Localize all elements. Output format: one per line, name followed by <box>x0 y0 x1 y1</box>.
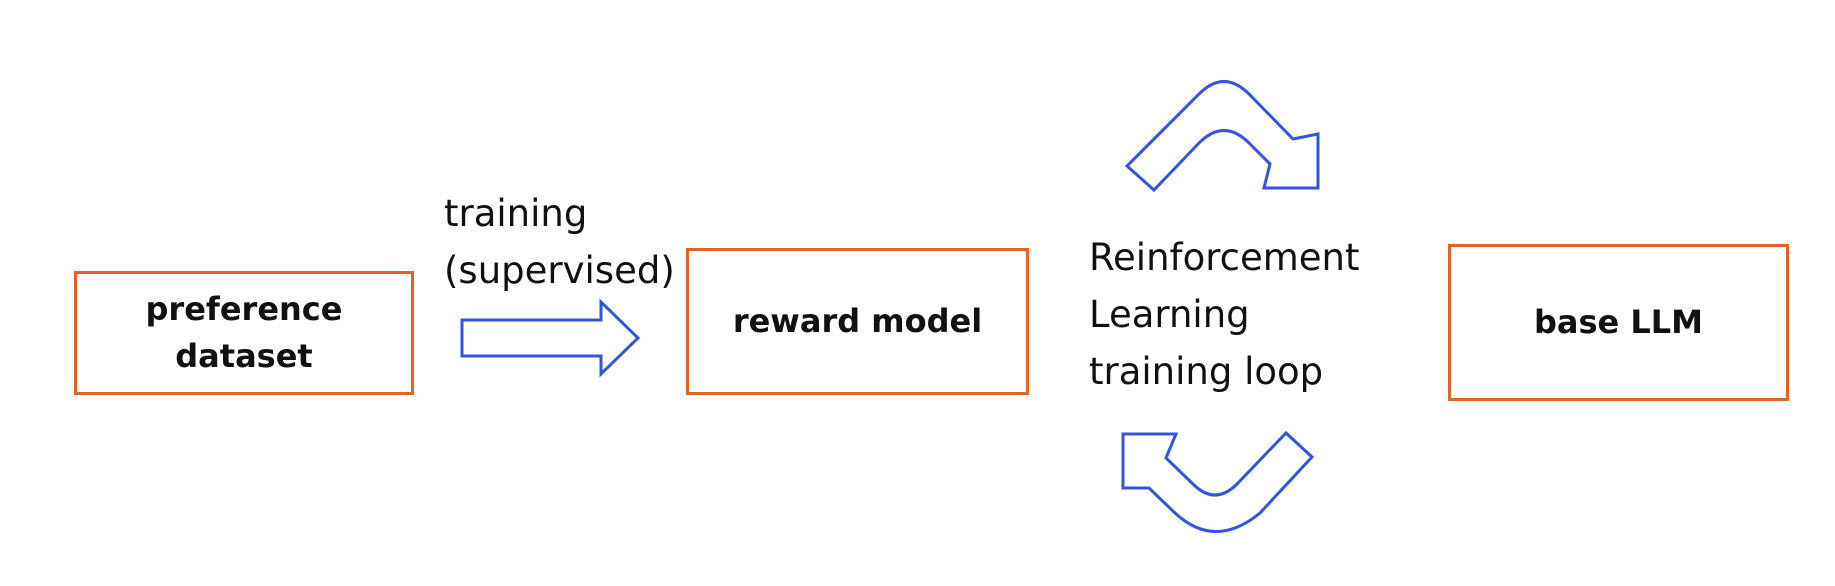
rl-label-line1: Reinforcement <box>1089 236 1360 279</box>
curved-arrow-bottom-icon <box>1121 430 1315 533</box>
reward-model-box: reward model <box>686 248 1029 395</box>
base-llm-label: base LLM <box>1533 303 1703 341</box>
rl-label-line3: training loop <box>1089 350 1324 393</box>
curved-arrow-top-icon <box>1124 80 1320 193</box>
right-arrow-icon <box>460 298 641 378</box>
base-llm-box: base LLM <box>1448 244 1789 401</box>
rl-label-line2: Learning <box>1089 293 1250 336</box>
preference-dataset-box: preference dataset <box>74 271 414 395</box>
reward-model-label: reward model <box>732 302 983 340</box>
training-edge-label: training (supervised) <box>444 185 675 299</box>
training-label-line2: (supervised) <box>444 249 675 292</box>
training-label-line1: training <box>444 192 588 235</box>
rl-loop-label: Reinforcement Learning training loop <box>1089 229 1359 400</box>
preference-dataset-label: preference dataset <box>145 290 343 375</box>
